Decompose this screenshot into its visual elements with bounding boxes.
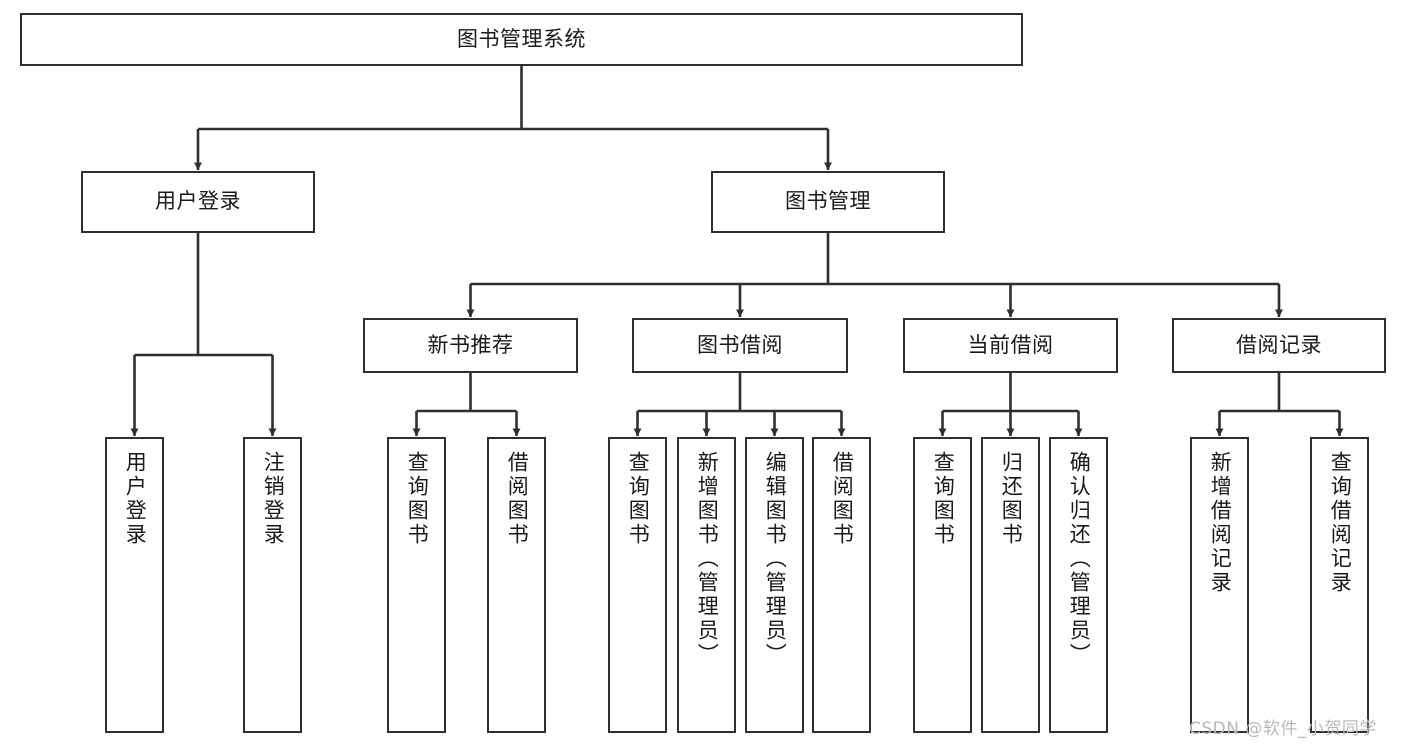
node-label: 新增图书（管理员） — [695, 451, 720, 667]
node-label: 新书推荐 — [427, 332, 514, 357]
node-label: 查询图书 — [931, 451, 956, 547]
node-label: 用户登录 — [123, 451, 148, 547]
node-label: 图书借阅 — [697, 332, 783, 357]
node-borrow-record[interactable]: 借阅记录 — [1172, 318, 1386, 373]
node-leaf-query-book-borrow[interactable]: 查询图书 — [608, 437, 667, 733]
node-new-book-recommend[interactable]: 新书推荐 — [363, 318, 578, 373]
csdn-watermark: CSDN @软件_小贺同学 — [1189, 719, 1377, 739]
node-leaf-user-logout[interactable]: 注销登录 — [243, 437, 302, 733]
node-book-borrow[interactable]: 图书借阅 — [632, 318, 848, 373]
node-label: 确认归还（管理员） — [1067, 451, 1092, 667]
node-book-manage[interactable]: 图书管理 — [711, 171, 945, 233]
node-leaf-borrow-book[interactable]: 借阅图书 — [812, 437, 871, 733]
node-leaf-add-book-admin[interactable]: 新增图书（管理员） — [677, 437, 736, 733]
node-label: 新增借阅记录 — [1208, 451, 1233, 595]
node-leaf-query-borrow-record[interactable]: 查询借阅记录 — [1310, 437, 1369, 733]
node-label: 借阅图书 — [505, 451, 530, 547]
node-leaf-borrow-book-rec[interactable]: 借阅图书 — [487, 437, 546, 733]
node-leaf-query-book-rec[interactable]: 查询图书 — [387, 437, 446, 733]
node-label: 借阅图书 — [830, 451, 855, 547]
node-label: 借阅记录 — [1236, 332, 1322, 357]
node-label: 编辑图书（管理员） — [763, 451, 788, 667]
node-leaf-return-book[interactable]: 归还图书 — [981, 437, 1040, 733]
node-user-login[interactable]: 用户登录 — [81, 171, 315, 233]
node-leaf-edit-book-admin[interactable]: 编辑图书（管理员） — [745, 437, 804, 733]
node-label: 查询借阅记录 — [1328, 451, 1353, 595]
node-leaf-user-login[interactable]: 用户登录 — [105, 437, 164, 733]
node-label: 用户登录 — [155, 189, 241, 214]
node-leaf-query-book-current[interactable]: 查询图书 — [913, 437, 972, 733]
node-root[interactable]: 图书管理系统 — [20, 13, 1023, 66]
node-leaf-add-borrow-record[interactable]: 新增借阅记录 — [1190, 437, 1249, 733]
node-label: 查询图书 — [405, 451, 430, 547]
node-label: 图书管理 — [785, 189, 871, 214]
node-leaf-confirm-return-admin[interactable]: 确认归还（管理员） — [1049, 437, 1108, 733]
node-label: 查询图书 — [626, 451, 651, 547]
node-label: 当前借阅 — [967, 332, 1054, 357]
node-label: 注销登录 — [261, 451, 286, 547]
node-label: 归还图书 — [999, 451, 1024, 547]
node-label: 图书管理系统 — [457, 26, 586, 51]
node-current-borrow[interactable]: 当前借阅 — [903, 318, 1118, 373]
